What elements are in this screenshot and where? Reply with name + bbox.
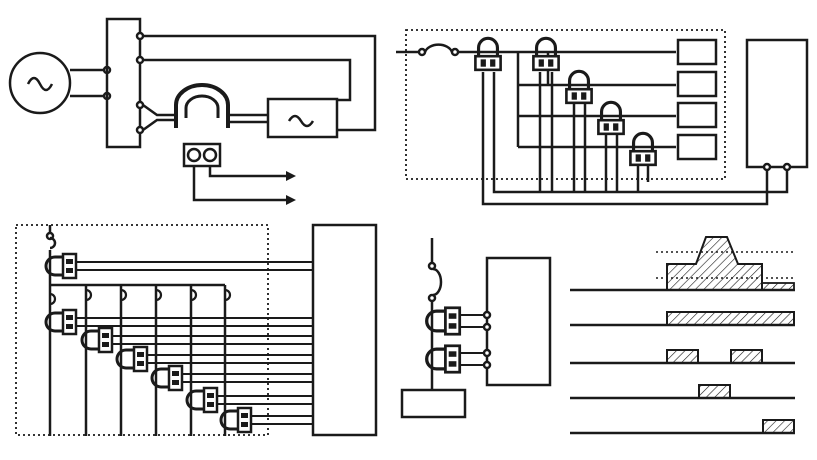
enclosure-boundary bbox=[15, 224, 269, 436]
waveform-pulse bbox=[730, 349, 763, 364]
current-sensor-clamp bbox=[174, 83, 230, 128]
branch-sensors bbox=[473, 36, 658, 192]
load-box bbox=[676, 133, 718, 161]
arrow-icon bbox=[286, 171, 296, 181]
current-sensor-icon bbox=[596, 100, 626, 136]
inverter-box bbox=[266, 97, 339, 139]
current-sensor-icon bbox=[531, 36, 561, 72]
load-box bbox=[400, 388, 467, 419]
timing-baselines bbox=[570, 288, 795, 435]
load-box bbox=[676, 38, 718, 66]
monitor-box bbox=[745, 38, 809, 169]
terminal-block bbox=[105, 17, 142, 149]
current-sensor-icon bbox=[628, 131, 658, 167]
load-box bbox=[676, 70, 718, 98]
waveform-pulse bbox=[698, 384, 731, 399]
waveform-pulse bbox=[666, 311, 795, 326]
generator-icon bbox=[8, 51, 72, 115]
current-sensor-icon bbox=[473, 36, 503, 72]
dual-sensor-controller-panel bbox=[400, 238, 552, 419]
enclosure-boundary bbox=[405, 29, 726, 180]
waveform-pulse bbox=[666, 236, 763, 291]
waveform-pulse bbox=[762, 419, 795, 434]
sine-icon bbox=[26, 76, 54, 92]
distribution-breakers bbox=[49, 288, 232, 306]
waveform-pulse bbox=[666, 349, 699, 364]
breaker-icon bbox=[423, 43, 454, 53]
wave-icon bbox=[287, 114, 315, 128]
breaker-multi-branch-sensor-panel bbox=[396, 29, 809, 206]
controller-box bbox=[485, 256, 552, 387]
current-waveform-timing-panel bbox=[570, 236, 795, 435]
current-sensor-icon bbox=[564, 69, 594, 105]
generator-current-sensor-panel bbox=[8, 17, 377, 205]
load-box bbox=[676, 101, 718, 129]
arrow-icon bbox=[286, 195, 296, 205]
monitor-box bbox=[311, 223, 378, 437]
